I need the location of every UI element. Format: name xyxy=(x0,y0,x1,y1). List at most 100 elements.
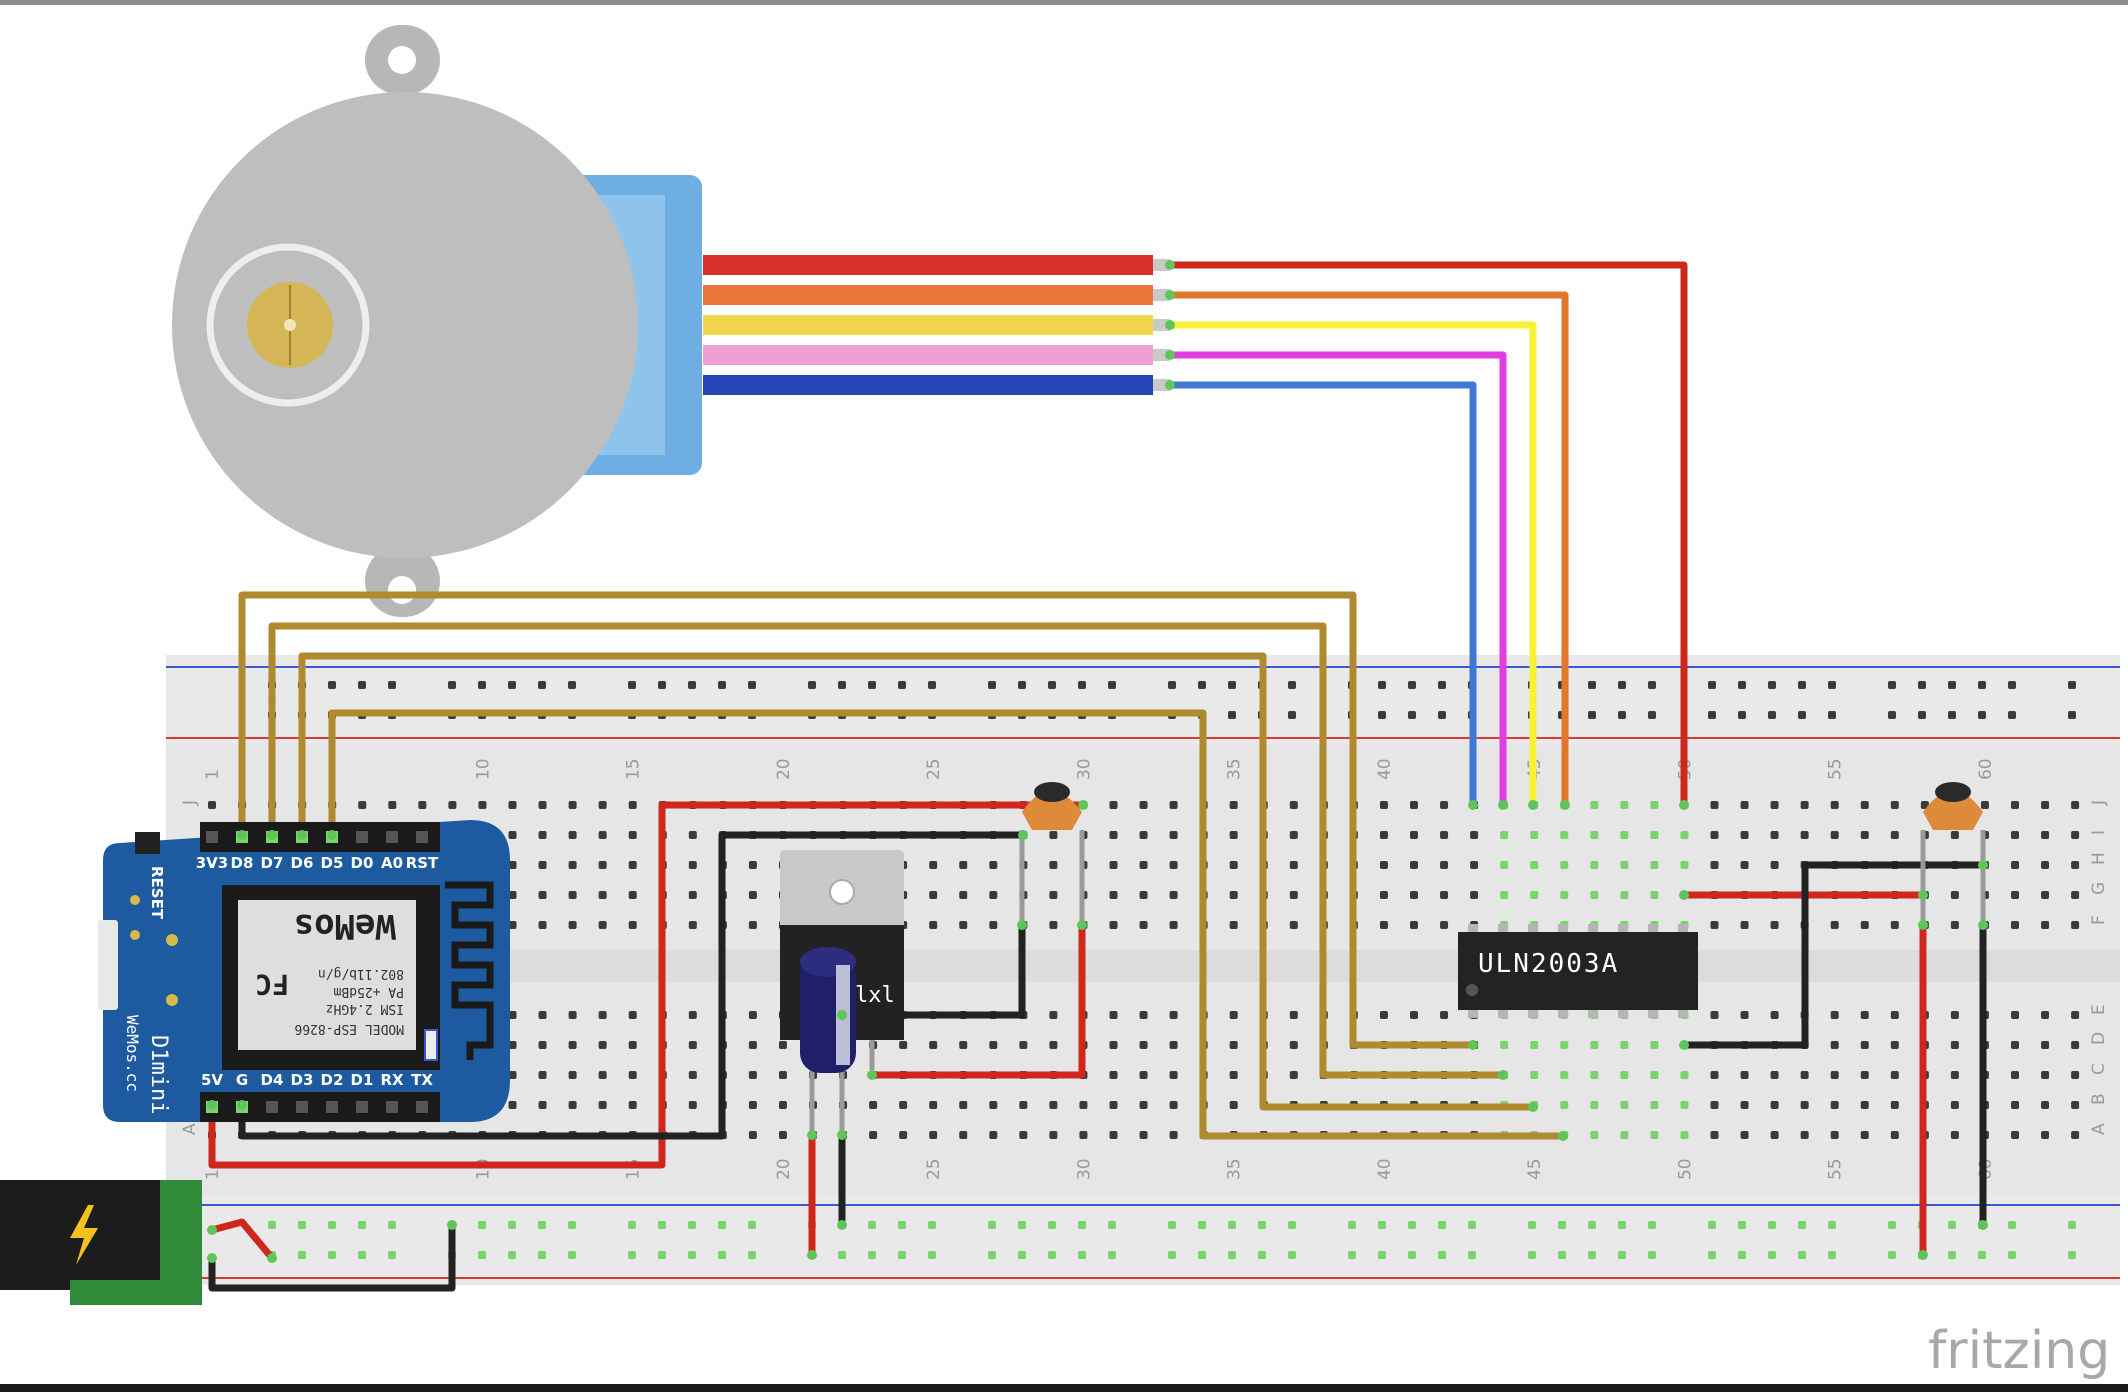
breadboard-hole xyxy=(1980,801,1989,809)
breadboard-hole xyxy=(358,801,367,809)
breadboard-hole xyxy=(1800,801,1809,809)
breadboard-hole xyxy=(538,1071,547,1079)
breadboard-hole xyxy=(598,1101,607,1109)
column-tick-top: 35 xyxy=(1225,758,1245,780)
column-tick-top: 55 xyxy=(1826,758,1846,780)
rail-hole xyxy=(928,681,936,689)
column-tick-top: 60 xyxy=(1976,758,1996,780)
breadboard-hole xyxy=(1139,1131,1148,1139)
breadboard-hole xyxy=(1710,1131,1719,1139)
breadboard-hole xyxy=(1710,861,1719,869)
breadboard-hole xyxy=(628,891,637,899)
rail-hole xyxy=(1378,681,1386,689)
wire-magenta-motor xyxy=(1170,351,1507,805)
rail-hole xyxy=(748,681,756,689)
breadboard-hole xyxy=(628,1101,637,1109)
wire-endpoint xyxy=(1017,920,1027,930)
breadboard-hole xyxy=(538,831,547,839)
breadboard-hole xyxy=(2071,1101,2080,1109)
breadboard-hole xyxy=(448,801,457,809)
breadboard-hole xyxy=(1950,831,1959,839)
breadboard-hole xyxy=(1109,801,1118,809)
motor-body xyxy=(172,92,638,558)
breadboard-hole xyxy=(929,861,938,869)
rail-hole xyxy=(1018,1221,1026,1229)
regulator-tab-hole xyxy=(829,879,855,905)
breadboard-hole xyxy=(1590,1101,1599,1109)
wire-red-5v xyxy=(208,801,1083,1169)
breadboard-hole xyxy=(1169,1011,1178,1019)
rail-hole xyxy=(1228,681,1236,689)
breadboard-hole xyxy=(2071,1071,2080,1079)
breadboard-hole xyxy=(989,1131,998,1139)
rail-hole xyxy=(1588,1251,1596,1259)
breadboard-hole xyxy=(1890,1071,1899,1079)
rail-hole xyxy=(628,1251,636,1259)
column-tick-top: 1 xyxy=(203,769,223,780)
rail-hole xyxy=(1228,1251,1236,1259)
rail-hole xyxy=(1408,681,1416,689)
breadboard-hole xyxy=(1500,1041,1509,1049)
rail-hole xyxy=(1108,1251,1116,1259)
rail-hole xyxy=(1048,1251,1056,1259)
breadboard-hole xyxy=(959,921,968,929)
breadboard-hole xyxy=(1770,801,1779,809)
column-tick-bottom: 30 xyxy=(1074,1158,1094,1180)
wire-brown-d7 xyxy=(268,622,1503,1079)
rail-hole xyxy=(808,681,816,689)
breadboard-hole xyxy=(1470,891,1479,899)
breadboard-hole xyxy=(1830,801,1839,809)
wire-endpoint xyxy=(807,1130,817,1140)
header-pin xyxy=(356,831,368,843)
rail-hole xyxy=(1978,1251,1986,1259)
breadboard-hole xyxy=(2041,831,2050,839)
breadboard-hole xyxy=(1229,1041,1238,1049)
breadboard-hole xyxy=(1650,891,1659,899)
breadboard-hole xyxy=(1710,1101,1719,1109)
breadboard-hole xyxy=(1440,861,1449,869)
pin-label-d7: D7 xyxy=(261,854,284,872)
board-website: WeMos.cc xyxy=(123,1015,142,1092)
breadboard-hole xyxy=(2071,891,2080,899)
breadboard-hole xyxy=(1830,1041,1839,1049)
wire-endpoint xyxy=(837,1220,847,1230)
breadboard-hole xyxy=(628,921,637,929)
motor-shaft-center xyxy=(284,319,296,331)
column-tick-bottom: 45 xyxy=(1525,1158,1545,1180)
breadboard-hole xyxy=(1229,861,1238,869)
breadboard-hole xyxy=(508,1101,517,1109)
rail-hole xyxy=(1768,1221,1776,1229)
motor-cable-tip xyxy=(1153,319,1170,331)
breadboard-hole xyxy=(778,1131,787,1139)
rail-hole xyxy=(1018,1251,1026,1259)
reset-label: RESET xyxy=(148,866,166,920)
ism-text: ISM 2.4GHz xyxy=(326,1001,404,1016)
board-name: D1mini xyxy=(146,1035,171,1114)
rail-hole xyxy=(2068,1221,2076,1229)
breadboard-hole xyxy=(778,1071,787,1079)
motor-shaft-ring xyxy=(206,243,370,407)
rail-hole xyxy=(688,1221,696,1229)
breadboard-hole xyxy=(628,1071,637,1079)
wire-endpoint xyxy=(447,1220,457,1230)
breadboard-hole xyxy=(1560,1041,1569,1049)
rail-hole xyxy=(1708,1251,1716,1259)
rail-hole xyxy=(1948,1251,1956,1259)
board-via xyxy=(166,994,178,1006)
row-letter: C xyxy=(2089,1063,2109,1075)
breadboard-hole xyxy=(2041,801,2050,809)
breadboard-hole xyxy=(1289,801,1298,809)
chip-pin xyxy=(1558,924,1568,932)
breadboard-hole xyxy=(1890,801,1899,809)
rail-hole xyxy=(1408,711,1416,719)
breadboard-hole xyxy=(1229,831,1238,839)
rail-hole xyxy=(568,1221,576,1229)
breadboard-hole xyxy=(508,1011,517,1019)
row-letter: B xyxy=(2089,1093,2109,1105)
column-tick-bottom: 55 xyxy=(1826,1158,1846,1180)
breadboard-hole xyxy=(2041,1041,2050,1049)
breadboard-hole xyxy=(1590,1071,1599,1079)
breadboard-hole xyxy=(418,801,427,809)
rail-hole xyxy=(2008,711,2016,719)
rail-hole xyxy=(1078,1221,1086,1229)
